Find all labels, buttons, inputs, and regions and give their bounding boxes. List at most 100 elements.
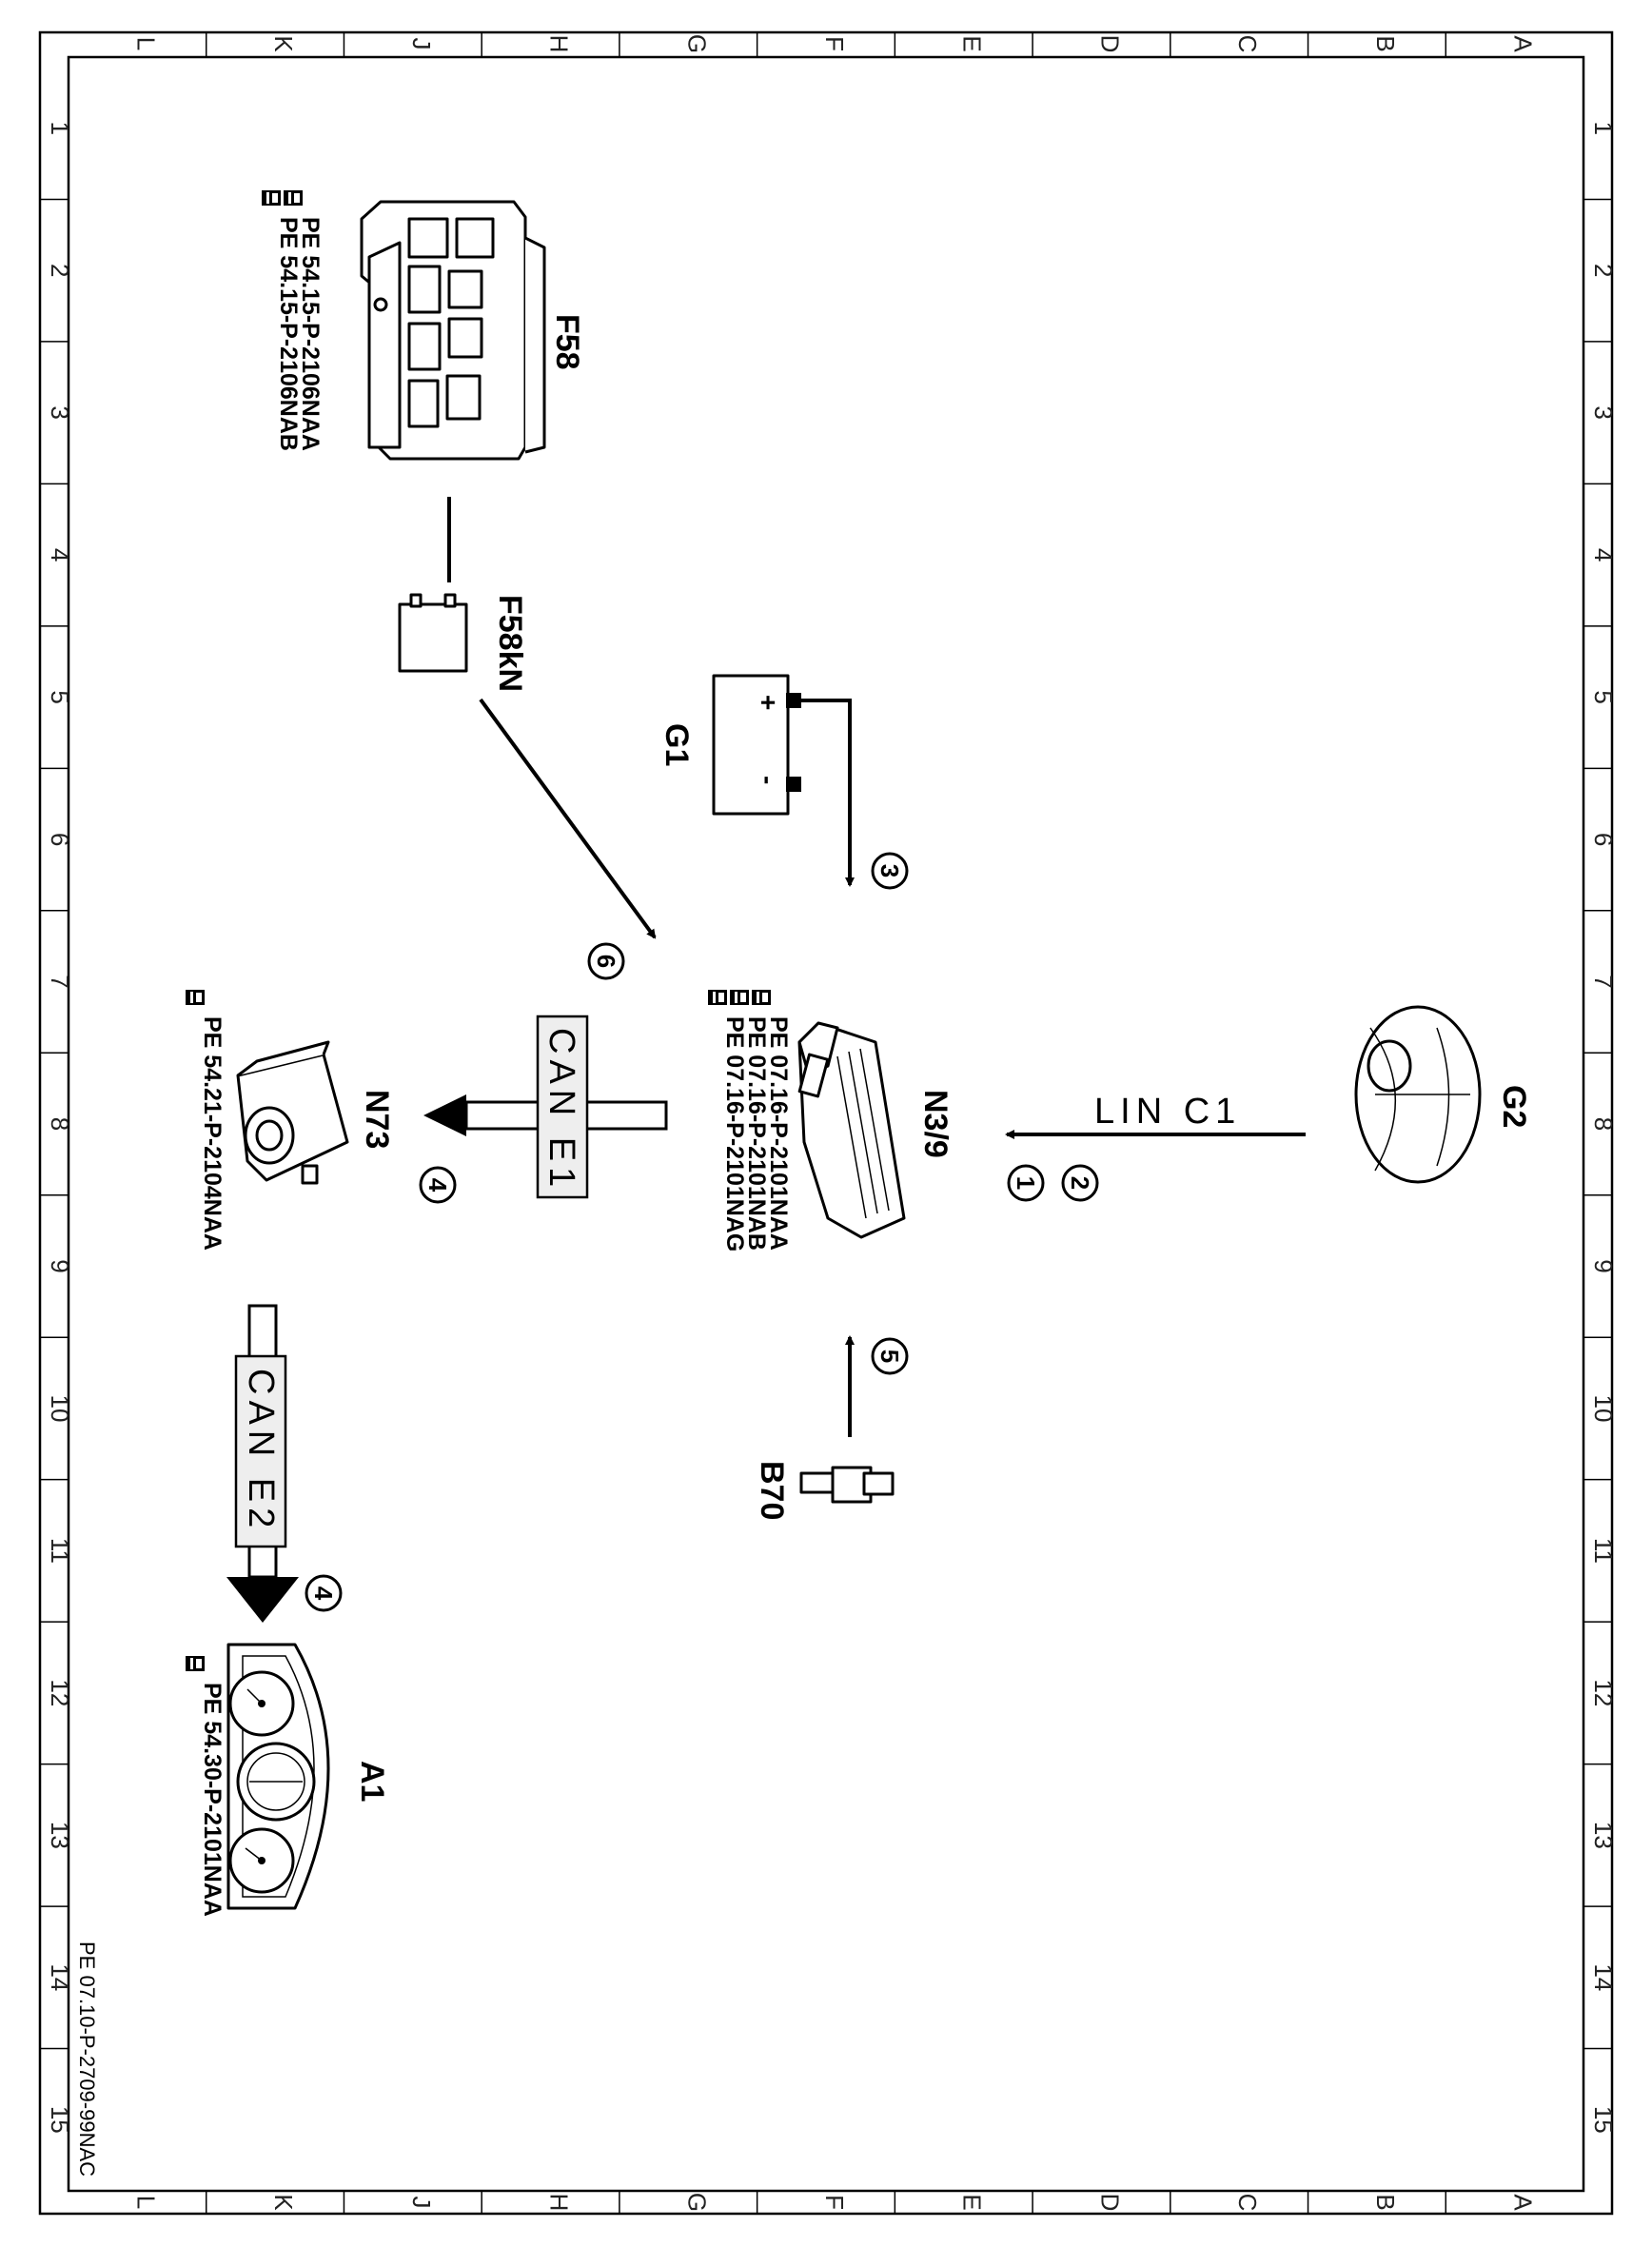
marker-5: 5	[871, 1337, 909, 1375]
grid-letter-top: G	[682, 34, 711, 53]
grid-number-right: 4	[1589, 548, 1618, 562]
g1-plus: +	[754, 695, 783, 710]
marker-2: 2	[1061, 1164, 1099, 1202]
grid-number-left: 3	[46, 405, 74, 419]
n73-references: PE 54.21-P-2104NAA	[186, 990, 226, 1251]
grid-letter-top: L	[131, 37, 160, 50]
grid-letter-bottom: F	[820, 2195, 849, 2210]
g2-alternator: G2	[1354, 1005, 1532, 1184]
marker-1: 1	[1007, 1164, 1045, 1202]
grid-letter-bottom: E	[958, 2194, 987, 2210]
grid-number-left: 11	[46, 1538, 74, 1564]
grid-number-left: 13	[46, 1822, 74, 1849]
grid-letter-bottom: G	[682, 2193, 711, 2212]
a1-label: A1	[354, 1761, 390, 1802]
grid-number-left: 14	[46, 1963, 74, 1991]
g2-label: G2	[1496, 1085, 1532, 1128]
svg-text:4: 4	[309, 1587, 338, 1601]
drawing-number: PE 07.10-P-2709-99NAC	[75, 1941, 99, 2177]
marker-4-can-e2: 4	[305, 1574, 343, 1612]
pointing-hand-icon	[708, 990, 727, 1005]
grid-letter-top: A	[1509, 35, 1538, 52]
grid-ticks	[40, 32, 1612, 2214]
grid-number-left: 15	[46, 2106, 74, 2134]
pointing-hand-icon	[262, 190, 281, 206]
grid-number-right: 5	[1589, 690, 1618, 703]
grid-number-right: 1	[1589, 121, 1618, 134]
grid-letter-bottom: C	[1233, 2194, 1262, 2212]
can-e1-bus: CAN E1	[423, 1015, 668, 1199]
g1-battery: + - G1	[659, 674, 801, 816]
pointing-hand-icon	[752, 990, 771, 1005]
f58-fuse-box: F58	[360, 200, 585, 461]
grid-letter-bottom: B	[1371, 2194, 1400, 2210]
grid-number-right: 13	[1589, 1822, 1618, 1849]
svg-text:4: 4	[423, 1178, 452, 1192]
n39-ref-3: PE 07.16-P-2101NAG	[721, 1016, 748, 1252]
marker-3: 3	[871, 852, 909, 890]
b70-label: B70	[754, 1461, 790, 1520]
g1-minus: -	[754, 776, 783, 784]
grid-number-left: 7	[46, 975, 74, 988]
n39-control-unit: N3/9	[797, 1021, 954, 1239]
can-e2-bus: CAN E2	[226, 1304, 299, 1623]
a1-references: PE 54.30-P-2101NAA	[186, 1656, 226, 1917]
marker-6: 6	[587, 942, 625, 980]
a1-instrument-cluster: A1	[226, 1643, 390, 1910]
grid-letter-bottom: A	[1509, 2194, 1538, 2211]
svg-text:2: 2	[1066, 1176, 1094, 1190]
f58-references: PE 54.15-P-2106NAA PE 54.15-P-2106NAB	[262, 190, 324, 451]
f58-ref-1: PE 54.15-P-2106NAA	[297, 217, 324, 451]
grid-number-right: 9	[1589, 1259, 1618, 1272]
grid-number-right: 6	[1589, 833, 1618, 846]
grid-letter-top: F	[820, 36, 849, 51]
n39-ref-2: PE 07.16-P-2101NAB	[743, 1016, 770, 1251]
grid-number-right: 11	[1589, 1538, 1618, 1564]
n73-ref-1: PE 54.21-P-2104NAA	[199, 1016, 226, 1251]
grid-number-left: 6	[46, 833, 74, 846]
grid-letter-top: B	[1371, 35, 1400, 51]
grid-number-left: 10	[46, 1394, 74, 1422]
grid-letter-bottom: K	[269, 2194, 298, 2211]
grid-letter-top: K	[269, 35, 298, 52]
grid-number-right: 10	[1589, 1394, 1618, 1422]
grid-number-right: 2	[1589, 264, 1618, 277]
grid-number-left: 1	[46, 121, 74, 134]
n73-module: N73	[236, 1040, 395, 1185]
g1-arrow	[801, 699, 855, 887]
pointing-hand-icon	[186, 990, 205, 1005]
grid-letter-bottom: J	[407, 2197, 436, 2209]
can-e1-label: CAN E1	[541, 1028, 581, 1192]
grid-number-right: 14	[1589, 1963, 1618, 1991]
a1-ref-1: PE 54.30-P-2101NAA	[199, 1683, 226, 1917]
b70-sensor: B70	[754, 1461, 895, 1520]
grid-number-right: 3	[1589, 405, 1618, 419]
n39-label: N3/9	[917, 1090, 954, 1158]
grid-letter-top: H	[545, 35, 574, 53]
f58kn-relay: F58kN	[398, 593, 528, 692]
svg-text:1: 1	[1012, 1176, 1040, 1190]
can-e2-label: CAN E2	[241, 1369, 281, 1533]
grid-letter-bottom: L	[131, 2196, 160, 2209]
grid-letter-top: C	[1233, 35, 1262, 53]
grid-letter-bottom: D	[1095, 2194, 1124, 2212]
grid-number-left: 12	[46, 1679, 74, 1706]
grid-letter-bottom: H	[545, 2194, 574, 2212]
f58kn-label: F58kN	[492, 595, 528, 692]
grid-number-right: 8	[1589, 1117, 1618, 1131]
grid-number-left: 8	[46, 1117, 74, 1131]
n39-references: PE 07.16-P-2101NAA PE 07.16-P-2101NAB PE…	[708, 990, 792, 1252]
grid-number-right: 15	[1589, 2106, 1618, 2134]
f58-label: F58	[549, 314, 585, 370]
f58kn-arrow	[479, 698, 657, 939]
grid-number-left: 2	[46, 264, 74, 277]
grid-number-left: 4	[46, 548, 74, 562]
grid-number-right: 7	[1589, 975, 1618, 988]
grid-letter-top: D	[1095, 35, 1124, 53]
marker-4-can-e1: 4	[419, 1166, 457, 1204]
pointing-hand-icon	[284, 190, 303, 206]
grid-number-left: 5	[46, 690, 74, 703]
svg-text:6: 6	[592, 955, 620, 968]
